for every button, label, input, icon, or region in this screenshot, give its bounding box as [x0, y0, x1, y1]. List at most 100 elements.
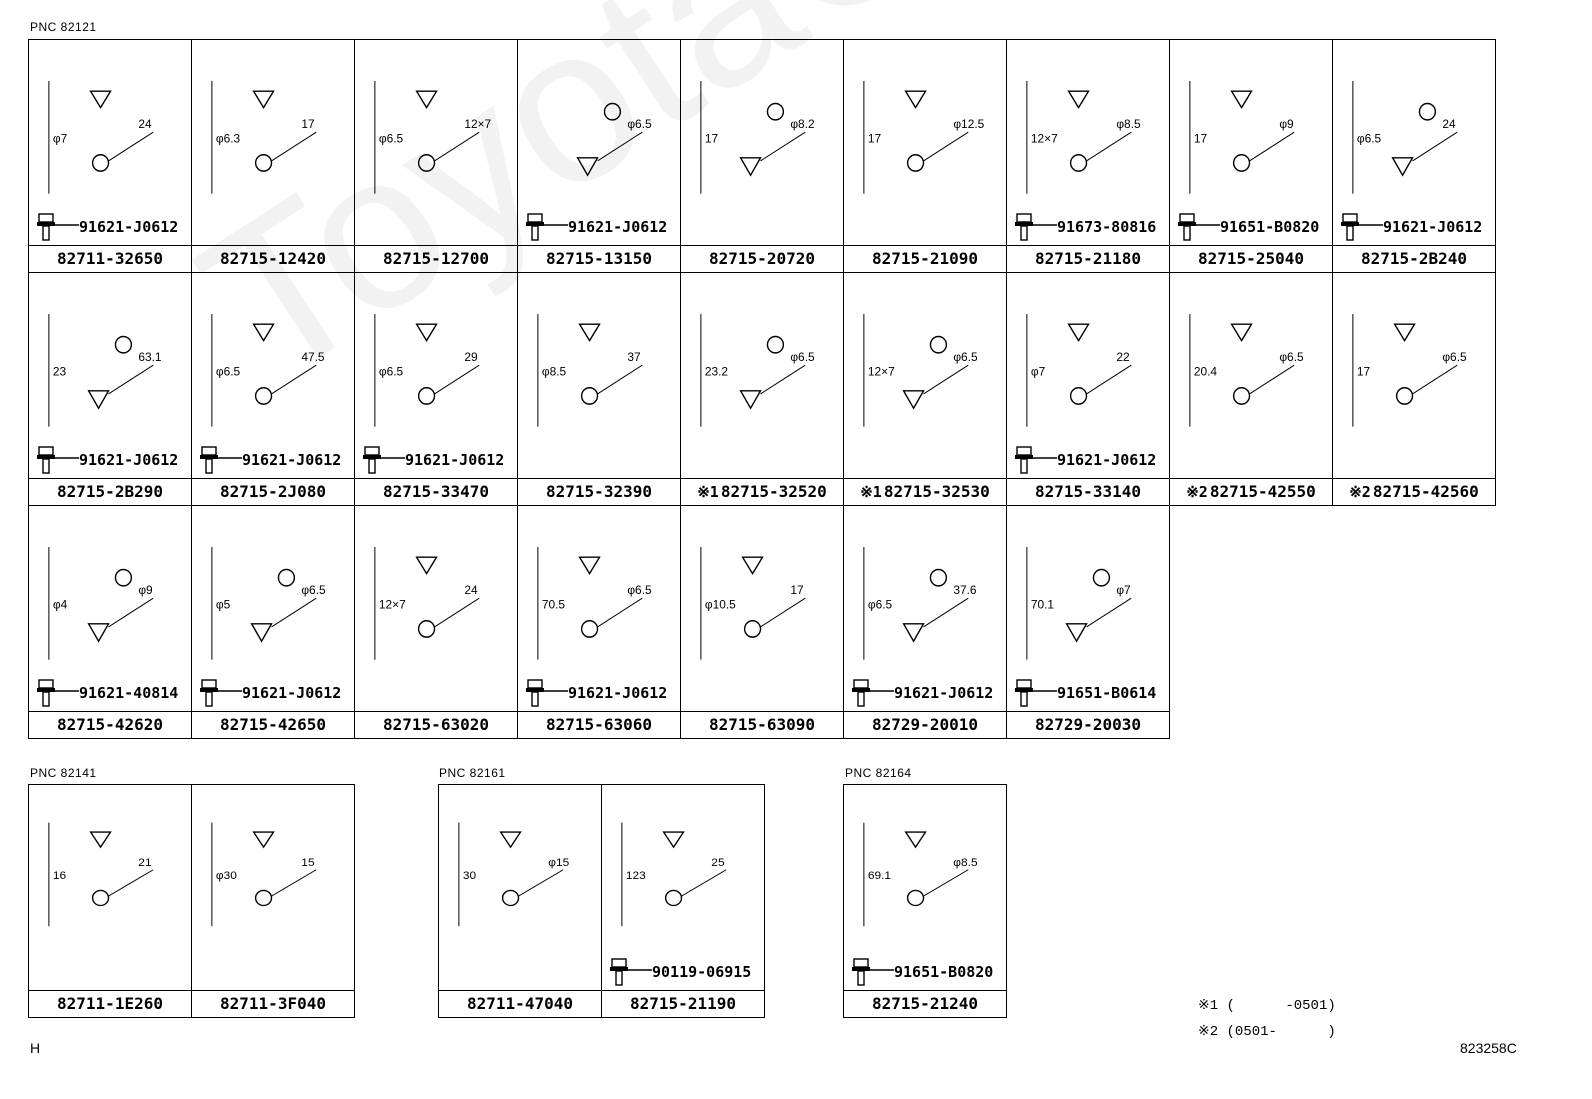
pnc-label: PNC 82141 — [30, 766, 97, 780]
part-number[interactable]: 82715-63090 — [681, 711, 843, 738]
part-number[interactable]: 82715-2B240 — [1333, 245, 1495, 272]
part-number[interactable]: 82715-21240 — [844, 990, 1006, 1017]
part-number[interactable]: 82711-32650 — [29, 245, 191, 272]
part-number[interactable]: 82715-63020 — [355, 711, 517, 738]
page-marker: H — [30, 1040, 41, 1056]
bolt-icon — [1015, 679, 1057, 707]
bolt-icon — [526, 213, 568, 241]
applicability-mark: ※2 — [1186, 483, 1208, 501]
part-illustration: φ12.517 — [863, 80, 985, 194]
dimension-label: 23 — [53, 364, 67, 378]
part-number[interactable]: 82715-20720 — [681, 245, 843, 272]
triangle-hole — [89, 831, 112, 849]
part-number[interactable]: 82715-12420 — [192, 245, 354, 272]
part-number[interactable]: 82711-3F040 — [192, 990, 354, 1017]
part-number[interactable]: 82711-47040 — [439, 990, 601, 1017]
bolt-part-number: 91621-40814 — [79, 684, 179, 702]
part-number[interactable]: 82729-20030 — [1007, 711, 1169, 738]
part-number[interactable]: 82715-25040 — [1170, 245, 1332, 272]
part-number[interactable]: 82715-21090 — [844, 245, 1006, 272]
part-illustration: φ6.512×7 — [863, 313, 978, 427]
part-number[interactable]: 82715-33470 — [355, 478, 517, 505]
part-number[interactable]: 82715-63060 — [518, 711, 680, 738]
part-number[interactable]: 82715-21180 — [1007, 245, 1169, 272]
round-hole — [91, 154, 110, 172]
leader-line — [597, 131, 643, 162]
round-hole — [254, 387, 273, 405]
round-hole — [603, 102, 622, 121]
round-hole — [1069, 154, 1088, 172]
dimension-label: 17 — [1357, 364, 1371, 378]
part-number[interactable]: 82715-32390 — [518, 478, 680, 505]
part-number[interactable]: 82729-20010 — [844, 711, 1006, 738]
bolt-icon — [1015, 213, 1057, 241]
part-number[interactable]: 82715-13150 — [518, 245, 680, 272]
part-number-text: 82715-12700 — [383, 249, 489, 268]
dimension-label: 12×7 — [1031, 131, 1058, 145]
bolt-icon — [37, 446, 79, 474]
part-illustration: φ6.520.4 — [1189, 313, 1304, 427]
part-number[interactable]: 82715-2J080 — [192, 478, 354, 505]
part-number-text: 82715-42550 — [1209, 482, 1316, 501]
dimension-label: φ6.3 — [216, 131, 241, 145]
dimension-label: φ6.5 — [1279, 350, 1304, 364]
dimension-label: 69.1 — [868, 869, 891, 882]
triangle-hole — [904, 831, 927, 849]
dimension-label: φ8.2 — [790, 117, 815, 131]
leader-line — [271, 131, 317, 162]
bolt-callout: 91651-B0614 — [1013, 678, 1168, 708]
part-number[interactable]: 82711-1E260 — [29, 990, 191, 1017]
bolt-icon — [852, 958, 894, 986]
part-number[interactable]: 82715-42620 — [29, 711, 191, 738]
part-number[interactable]: 82715-33140 — [1007, 478, 1169, 505]
part-number-text: 82715-21240 — [872, 994, 978, 1013]
bolt-callout: 91621-J0612 — [524, 212, 679, 242]
triangle-hole — [1230, 323, 1253, 342]
part-illustration: 12×7φ6.5 — [374, 80, 491, 194]
dimension-label: φ6.5 — [790, 350, 815, 364]
dimension-label: φ8.5 — [1116, 117, 1141, 131]
part-number[interactable]: 82715-12700 — [355, 245, 517, 272]
part-number[interactable]: 82715-42650 — [192, 711, 354, 738]
bolt-icon — [37, 213, 79, 241]
leader-line — [597, 597, 643, 628]
part-number[interactable]: 82715-21190 — [602, 990, 764, 1017]
part-number[interactable]: 82715-2B290 — [29, 478, 191, 505]
